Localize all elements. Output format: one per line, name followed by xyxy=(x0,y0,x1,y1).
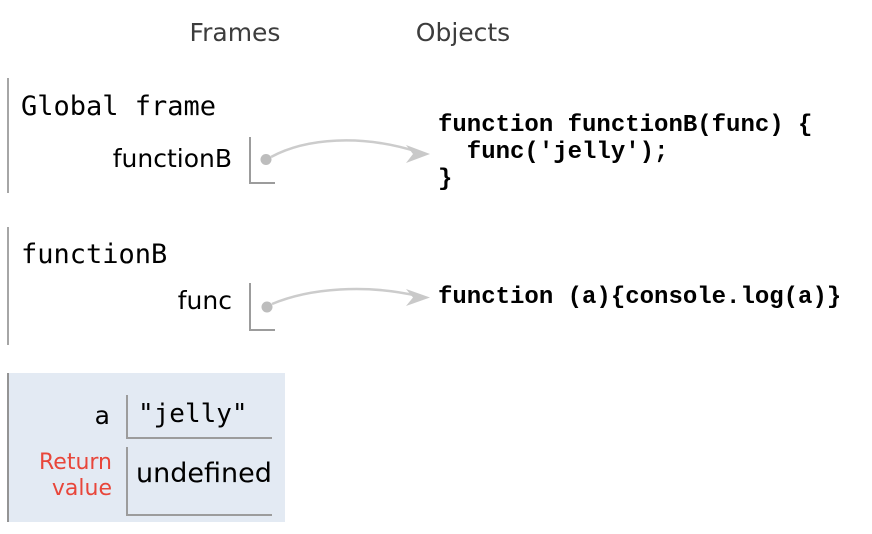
variable-name-a: a xyxy=(94,401,110,430)
value-cell-a: "jelly" xyxy=(126,395,272,439)
frames-column-heading: Frames xyxy=(189,18,281,47)
value-a: "jelly" xyxy=(138,399,248,429)
value-cell-func-pointer xyxy=(249,283,275,331)
function-object-functionB-line: function functionB(func) { xyxy=(438,112,813,139)
global-frame-title: Global frame xyxy=(21,91,217,122)
function-object-anonymous: function (a){console.log(a)} xyxy=(438,284,841,311)
pointer-arrow-functionB xyxy=(270,139,419,159)
value-cell-return: undefined xyxy=(126,447,272,516)
return-value-label: Return value xyxy=(38,450,112,501)
arrowhead-icon xyxy=(406,145,430,163)
current-frame-highlight-box xyxy=(9,373,285,522)
variable-name-func: func xyxy=(177,286,232,315)
functionB-frame-title: functionB xyxy=(21,239,168,270)
arrowhead-icon xyxy=(406,289,430,306)
function-object-functionB: function functionB(func) { func('jelly')… xyxy=(438,112,812,193)
pointer-arrow-func xyxy=(271,287,419,306)
objects-column-heading: Objects xyxy=(415,18,511,47)
function-object-anonymous-line: function (a){console.log(a)} xyxy=(438,284,842,311)
current-frame-left-border xyxy=(7,373,9,522)
functionB-frame-left-border xyxy=(7,227,9,345)
global-frame-left-border xyxy=(7,78,9,193)
variable-name-functionB: functionB xyxy=(112,144,232,173)
value-cell-functionB-pointer xyxy=(249,137,275,184)
function-object-functionB-line: } xyxy=(438,166,453,193)
function-object-functionB-line: func('jelly'); xyxy=(438,139,669,166)
value-return: undefined xyxy=(136,458,272,489)
